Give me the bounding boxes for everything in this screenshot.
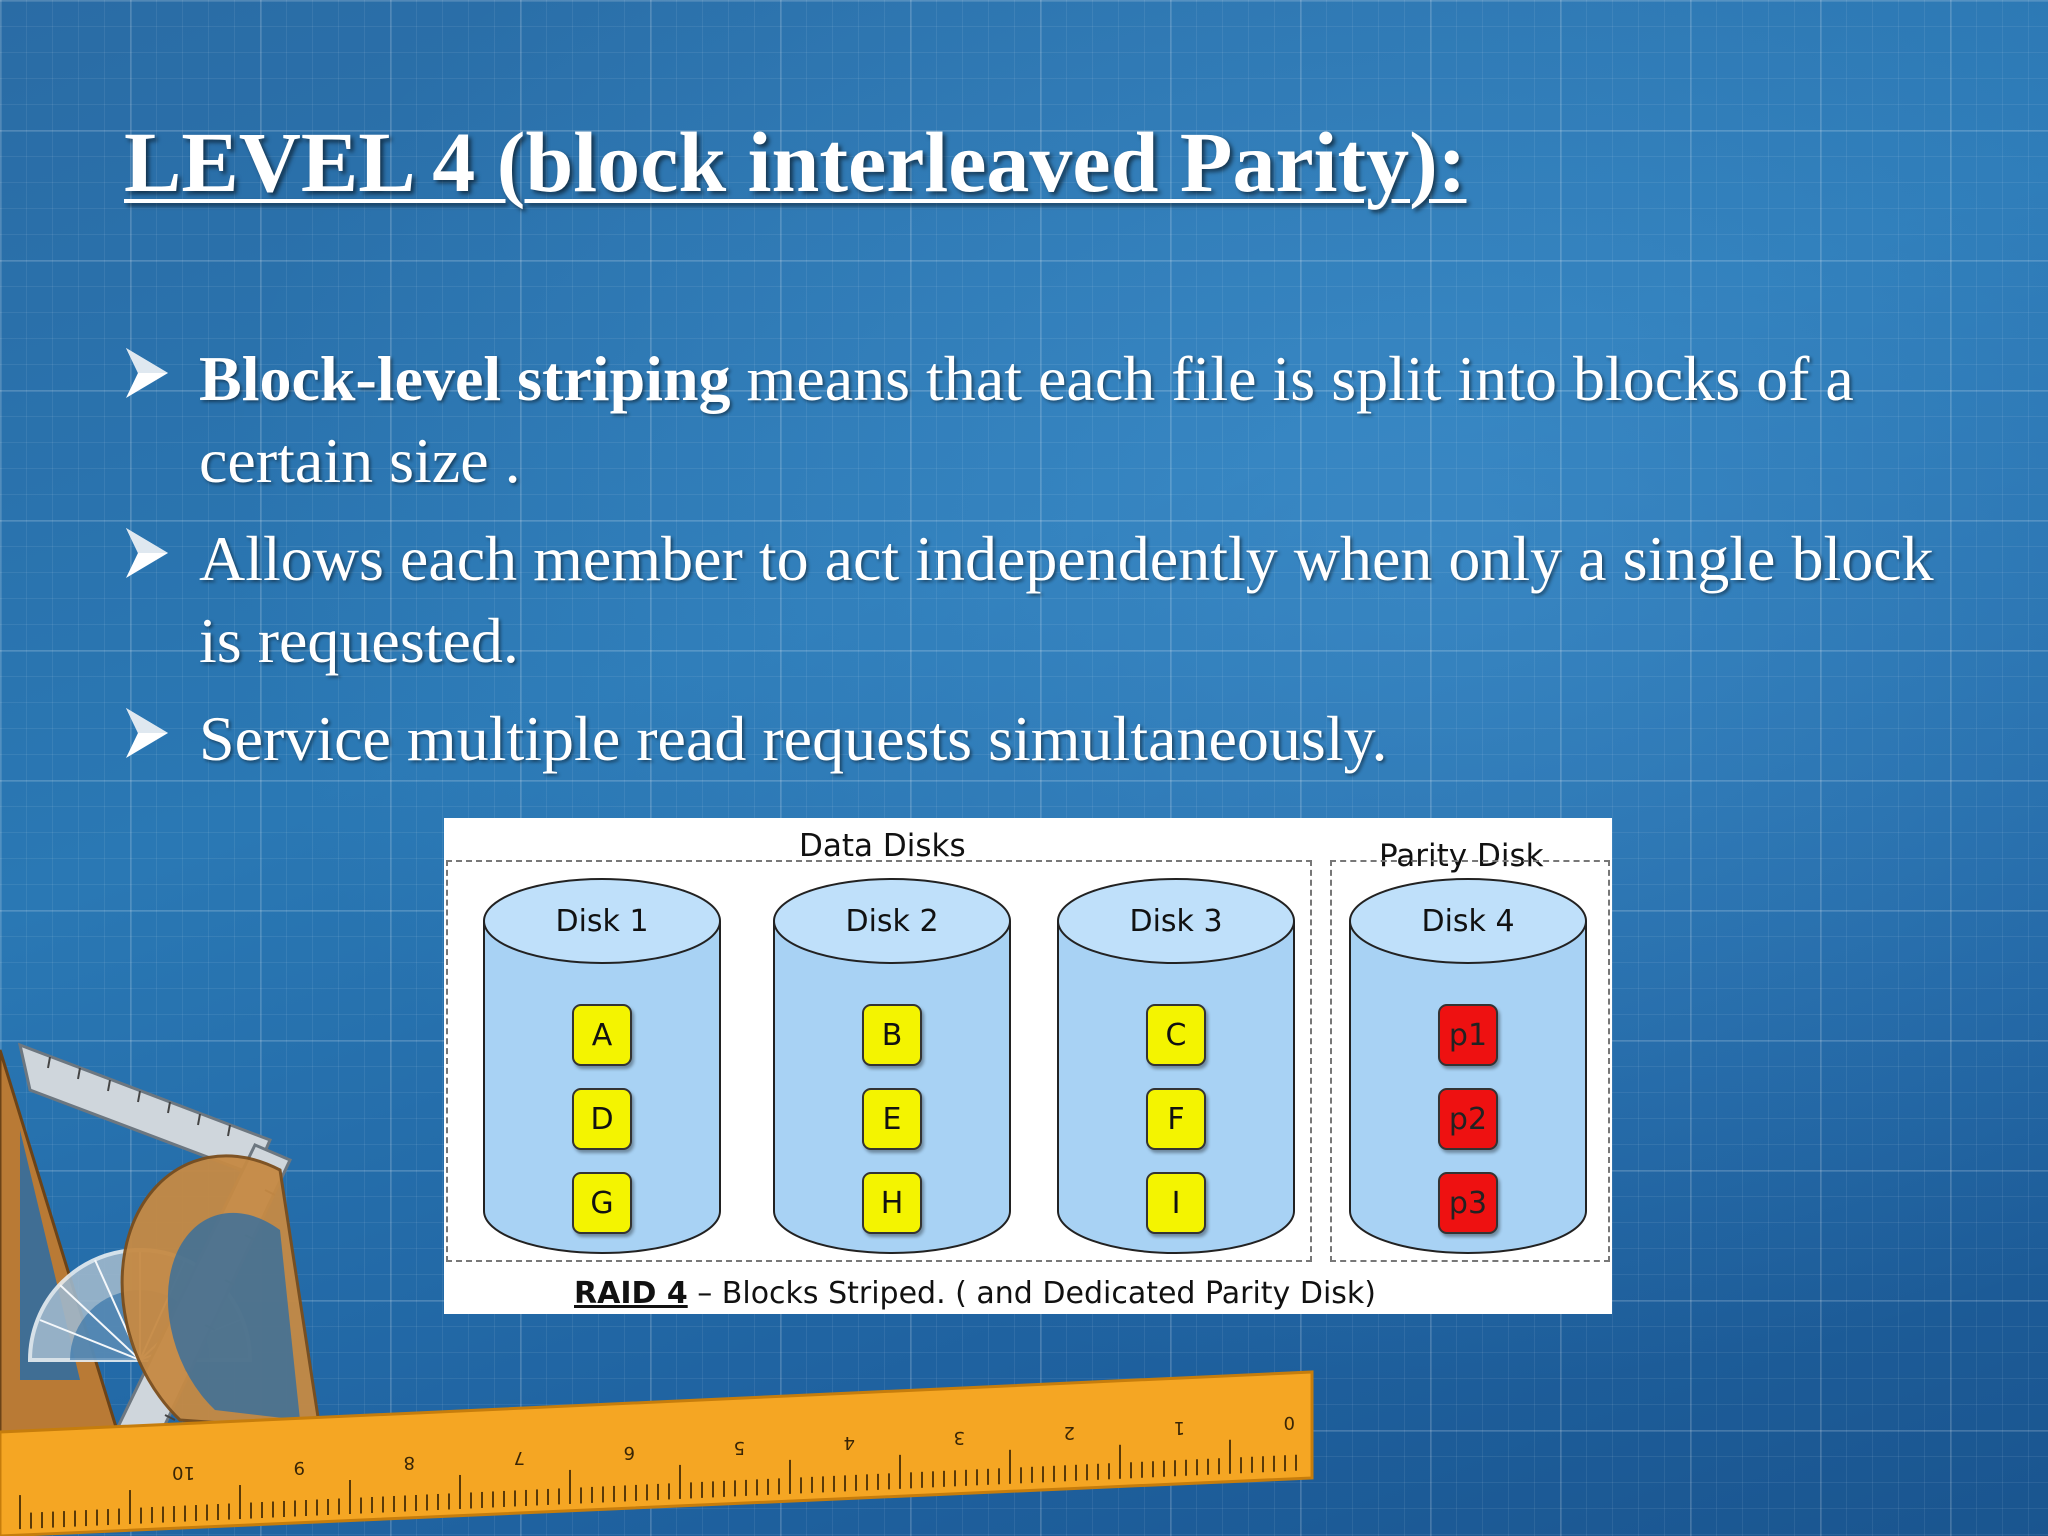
drafting-tools-decoration: 0 1 2 3 4 5 6 7 8 9 10 <box>0 1042 1314 1536</box>
data-disks-group <box>446 860 1312 1262</box>
disk-name: Disk 4 <box>1421 904 1515 939</box>
data-block: H <box>862 1172 922 1234</box>
arrowhead-bullet-icon <box>126 528 168 578</box>
disk-cylinder: Disk 3 C F I <box>1056 876 1296 1256</box>
ruler-number: 3 <box>954 1427 965 1448</box>
bullet-lead-text: Block-level striping <box>199 343 731 414</box>
caption-text: – Blocks Striped. ( and Dedicated Parity… <box>687 1276 1376 1311</box>
ruler-number: 6 <box>624 1442 635 1463</box>
slide-title: LEVEL 4 (block interleaved Parity): <box>124 114 1467 210</box>
parity-disk-label: Parity Disk <box>1379 838 1544 874</box>
ruler-number: 2 <box>1064 1422 1075 1443</box>
parity-disk-group <box>1330 860 1610 1262</box>
data-disks-label: Data Disks <box>799 828 966 864</box>
parity-block: p1 <box>1438 1004 1498 1066</box>
bullet-list: Block-level striping means that each fil… <box>124 338 1954 796</box>
disk-cylinder: Disk 1 A D G <box>482 876 722 1256</box>
bullet-text: Allows each member to act independently … <box>199 523 1934 676</box>
disk-name: Disk 3 <box>1129 904 1223 939</box>
disk-cylinder: Disk 2 B E H <box>772 876 1012 1256</box>
ruler-number: 1 <box>1174 1417 1185 1438</box>
arrowhead-bullet-icon <box>126 708 168 758</box>
data-block: F <box>1146 1088 1206 1150</box>
bullet-item: Service multiple read requests simultane… <box>124 698 1954 780</box>
ruler-number: 10 <box>172 1462 195 1483</box>
data-block: B <box>862 1004 922 1066</box>
disk-name: Disk 2 <box>845 904 939 939</box>
arrowhead-bullet-icon <box>126 348 168 398</box>
raid4-diagram: Data Disks Parity Disk Disk 1 A D G Disk… <box>444 818 1612 1314</box>
ruler-number: 9 <box>294 1457 305 1478</box>
parity-disk-cylinder: Disk 4 p1 p2 p3 <box>1348 876 1588 1256</box>
diagram-caption: RAID 4 – Blocks Striped. ( and Dedicated… <box>574 1276 1376 1311</box>
protractor-icon <box>120 1154 322 1432</box>
bullet-item: Allows each member to act independently … <box>124 518 1954 682</box>
cylinder-icon <box>1349 878 1587 1254</box>
caption-bold: RAID 4 <box>574 1276 688 1311</box>
data-block: G <box>572 1172 632 1234</box>
ruler-number: 4 <box>844 1432 855 1453</box>
ruler-icon: 0 1 2 3 4 5 6 7 8 9 10 <box>0 1370 1314 1536</box>
parity-block: p3 <box>1438 1172 1498 1234</box>
data-block: I <box>1146 1172 1206 1234</box>
ruler-number: 7 <box>514 1447 525 1468</box>
data-block: D <box>572 1088 632 1150</box>
ruler-number: 5 <box>734 1437 745 1458</box>
bullet-text: means that each file is split into block… <box>199 343 1854 496</box>
cylinder-icon <box>483 878 721 1254</box>
cylinder-icon <box>773 878 1011 1254</box>
ruler-number: 8 <box>404 1452 415 1473</box>
bullet-text: Service multiple read requests simultane… <box>199 703 1388 774</box>
data-block: E <box>862 1088 922 1150</box>
ruler-number: 0 <box>1284 1412 1295 1433</box>
data-block: A <box>572 1004 632 1066</box>
parity-block: p2 <box>1438 1088 1498 1150</box>
data-block: C <box>1146 1004 1206 1066</box>
bullet-item: Block-level striping means that each fil… <box>124 338 1954 502</box>
cylinder-icon <box>1057 878 1295 1254</box>
disk-name: Disk 1 <box>555 904 649 939</box>
